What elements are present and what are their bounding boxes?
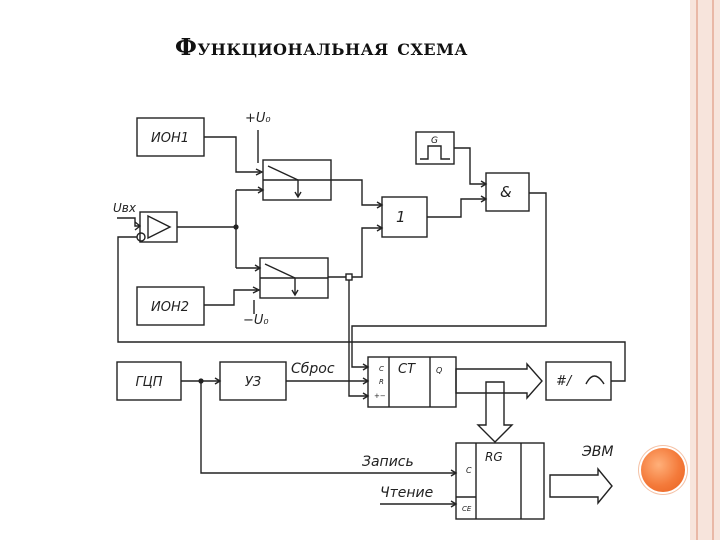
counter-q-pin: Q [436, 366, 442, 375]
generator-label: G [431, 136, 438, 146]
counter-label: СТ [398, 362, 416, 377]
comparator-top [262, 159, 332, 201]
wiring [117, 130, 626, 508]
gcp-block: ГЦП [116, 361, 182, 401]
dac-label: #/ [556, 374, 573, 389]
counter-to-dac-arrow [455, 362, 543, 400]
counter-block: СТ Q C R +− [367, 356, 457, 408]
input-voltage-label: Uвх [113, 201, 137, 215]
gcp-label: ГЦП [135, 375, 162, 390]
register-label: RG [485, 450, 503, 464]
counter-updown-pin: +− [374, 392, 386, 400]
slide-side-frame [690, 0, 720, 540]
functional-diagram: ИОН1 ИОН2 1 G & ГЦП [113, 111, 626, 520]
register-ce-pin: CE [462, 505, 472, 513]
comparator-bottom [259, 257, 329, 299]
ion2-block: ИОН2 [136, 286, 205, 326]
read-label: Чтение [380, 485, 433, 501]
write-label: Запись [362, 454, 414, 470]
slide-title: Функциональная схема [175, 34, 468, 61]
ion1-block: ИОН1 [136, 117, 205, 157]
and-gate-label: & [500, 183, 512, 201]
or-gate-label: 1 [396, 208, 406, 226]
and-gate: & [485, 172, 530, 212]
or-gate: 1 [381, 196, 428, 238]
counter-r-pin: R [379, 378, 384, 386]
register-to-evm-arrow [549, 467, 613, 505]
junction-node [345, 273, 353, 281]
junction-dot [198, 378, 204, 384]
input-amplifier [136, 211, 178, 243]
uz-label: УЗ [245, 375, 261, 390]
orange-circle-decoration [641, 448, 685, 492]
uz-block: УЗ [219, 361, 287, 401]
frame-stripe [712, 0, 714, 540]
frame-stripe [696, 0, 698, 540]
u0-negative-label: −U₀ [243, 313, 269, 328]
register-block: RG C CE [455, 442, 545, 520]
dac-block: #/ [545, 361, 612, 401]
register-c-pin: C [466, 466, 472, 475]
reset-label: Сброс [291, 361, 335, 377]
counter-to-register-arrow [476, 381, 514, 443]
junction-dot [233, 224, 239, 230]
evm-label: ЭВМ [581, 444, 613, 460]
counter-c-pin: C [379, 365, 384, 373]
ion1-label: ИОН1 [151, 131, 189, 146]
u0-positive-label: +U₀ [245, 111, 271, 126]
ion2-label: ИОН2 [151, 300, 189, 315]
generator-block: G [415, 131, 455, 165]
